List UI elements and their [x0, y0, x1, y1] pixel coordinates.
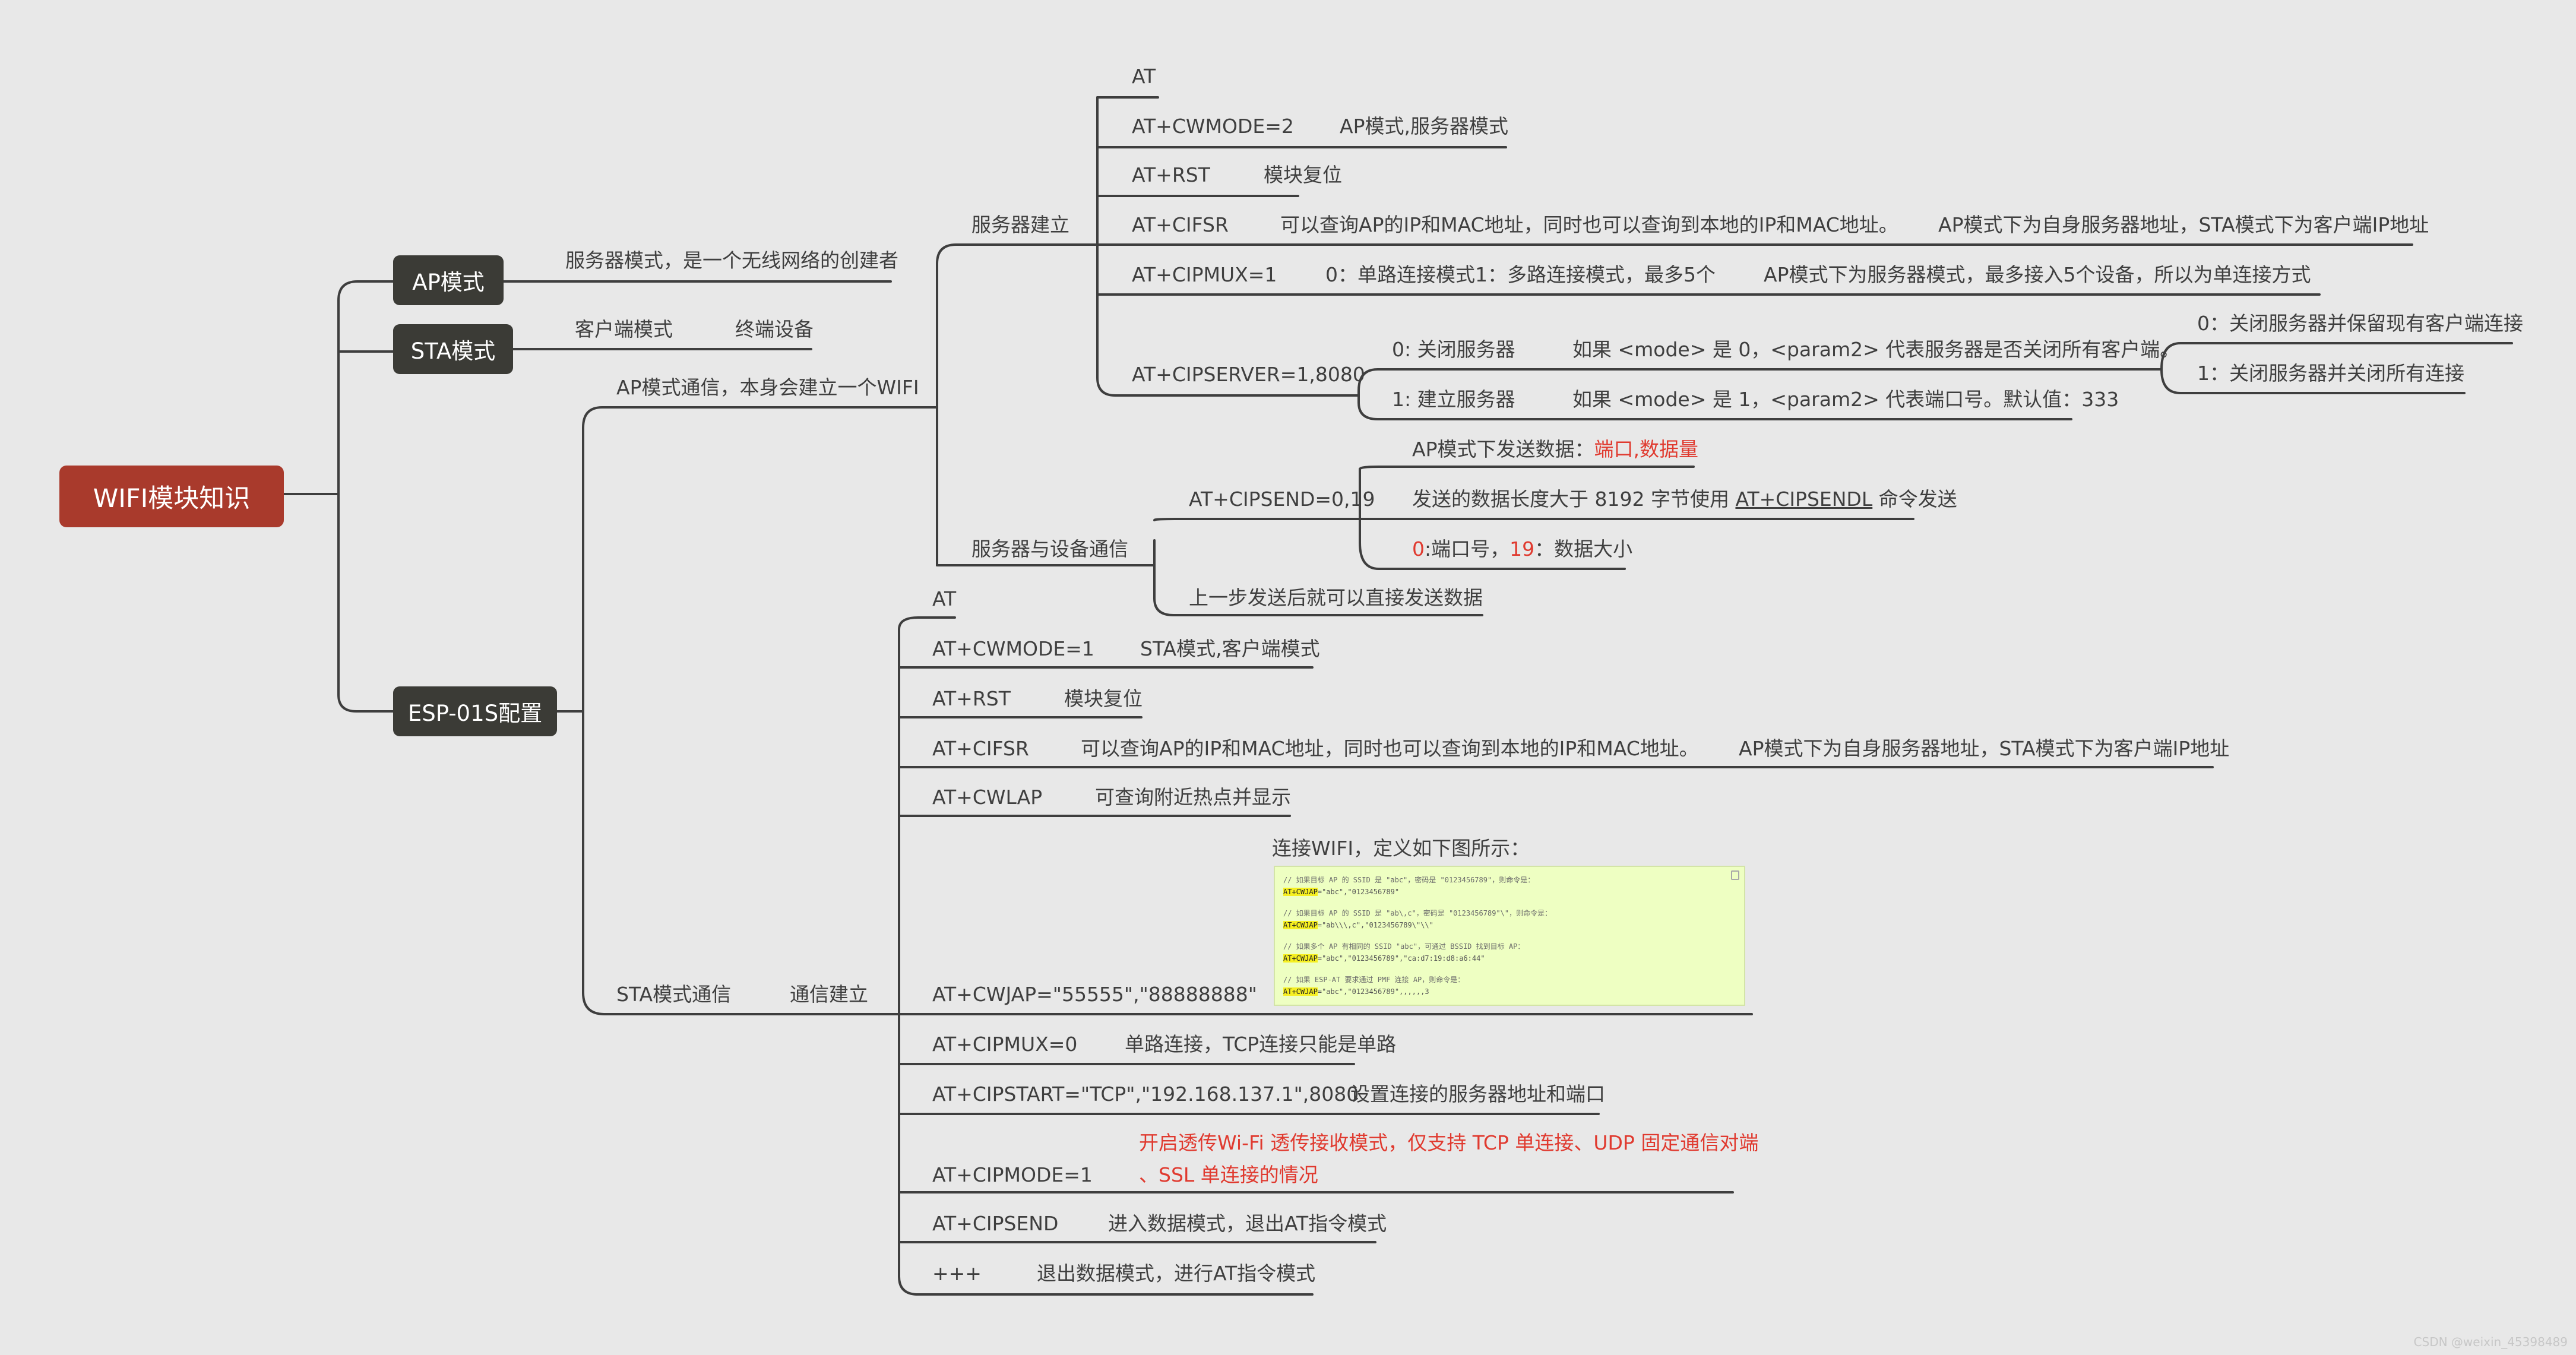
cipsend-line3-d: ：数据大小	[1534, 537, 1633, 561]
cwjap-code-snippet: // 如果目标 AP 的 SSID 是 "abc"，密码是 "012345678…	[1274, 866, 1745, 1006]
cipsend-line3: 0:端口号，19：数据大小	[1412, 539, 1632, 559]
sta-cipmode-desc2: 、SSL 单连接的情况	[1139, 1163, 1318, 1186]
code-value-2: ="ab\\\,c","0123456789\"\\"	[1317, 921, 1433, 929]
cipsend-line3-a: 0	[1412, 537, 1425, 561]
ap-rst-cmd: AT+RST	[1132, 163, 1210, 186]
cipserver-opt0-sub0: 0：关闭服务器并保留现有客户端连接	[2197, 312, 2523, 335]
code-comment-3: // 如果多个 AP 有相同的 SSID "abc"，可通过 BSSID 找到目…	[1283, 942, 1525, 951]
root-node[interactable]: WIFI模块知识	[59, 466, 284, 527]
sta-cwlap-desc: 可查询附近热点并显示	[1095, 786, 1291, 809]
code-value-4: ="abc","0123456789",,,,,,3	[1317, 987, 1429, 996]
sta-cwjap-cmd: AT+CWJAP="55555","88888888"	[932, 983, 1257, 1006]
sta-mode-desc1: 客户端模式	[575, 318, 673, 341]
sta-rst-desc: 模块复位	[1064, 687, 1143, 710]
sta-cipmode-desc1: 开启透传Wi-Fi 透传接收模式，仅支持 TCP 单连接、UDP 固定通信对端	[1139, 1131, 1759, 1154]
root-label: WIFI模块知识	[93, 484, 251, 514]
ap-cipmux-desc: 0：单路连接模式1：多路连接模式，最多5个	[1325, 263, 1716, 286]
ap-rst-desc: 模块复位	[1264, 163, 1342, 186]
sta-cipsend-cmd: AT+CIPSEND	[932, 1212, 1059, 1235]
code-line-2: AT+CWJAP="ab\\\,c","0123456789\"\\"	[1283, 919, 1736, 931]
sta-mode-label: STA模式	[410, 338, 496, 364]
esp-config-node[interactable]: ESP-01S配置	[393, 686, 557, 736]
ap-cifsr-desc: 可以查询AP的IP和MAC地址，同时也可以查询到本地的IP和MAC地址。	[1280, 213, 1898, 236]
sta-comm-label: STA模式通信	[616, 983, 732, 1006]
code-line-3: AT+CWJAP="abc","0123456789","ca:d7:19:d8…	[1283, 952, 1736, 964]
sta-cwmode-desc: STA模式,客户端模式	[1140, 637, 1320, 660]
ap-cifsr-note: AP模式下为自身服务器地址，STA模式下为客户端IP地址	[1938, 213, 2429, 236]
ap-mode-label: AP模式	[412, 270, 485, 295]
sta-cwlap-cmd: AT+CWLAP	[932, 786, 1043, 809]
sta-cipmode-cmd: AT+CIPMODE=1	[932, 1163, 1093, 1186]
ap-at-cmd: AT	[1132, 65, 1156, 88]
ap-cwmode-cmd: AT+CWMODE=2	[1132, 115, 1294, 138]
ap-mode-node[interactable]: AP模式	[393, 255, 504, 305]
sta-plus-cmd: +++	[932, 1262, 982, 1285]
cipsend-line2: 发送的数据长度大于 8192 字节使用 AT+CIPSENDL 命令发送	[1412, 489, 1957, 509]
cipserver-opt0-sub1: 1：关闭服务器并关闭所有连接	[2197, 362, 2464, 385]
sta-mode-desc2: 终端设备	[735, 318, 814, 341]
code-comment-2: // 如果目标 AP 的 SSID 是 "ab\,c"，密码是 "0123456…	[1283, 909, 1552, 917]
cipsend-line3-b: :端口号，	[1425, 537, 1510, 561]
esp-config-label: ESP-01S配置	[407, 701, 543, 726]
ap-mode-desc: 服务器模式，是一个无线网络的创建者	[565, 249, 898, 272]
sta-cwmode-cmd: AT+CWMODE=1	[932, 637, 1094, 660]
sta-conn-label: 通信建立	[790, 983, 868, 1006]
code-comment-1: // 如果目标 AP 的 SSID 是 "abc"，密码是 "012345678…	[1283, 876, 1535, 884]
cipsend-line1-b: 端口,数据量	[1594, 438, 1698, 461]
code-value-1: ="abc","0123456789"	[1317, 888, 1400, 896]
code-keyword-2: AT+CWJAP	[1283, 921, 1318, 929]
sta-at-cmd: AT	[932, 587, 957, 610]
sta-cipmux-cmd: AT+CIPMUX=0	[932, 1033, 1078, 1056]
sta-cipstart-desc: 设置连接的服务器地址和端口	[1350, 1082, 1605, 1106]
sta-cifsr-desc: 可以查询AP的IP和MAC地址，同时也可以查询到本地的IP和MAC地址。	[1081, 737, 1699, 760]
code-line-1: AT+CWJAP="abc","0123456789"	[1283, 886, 1736, 898]
server-comm-label: 服务器与设备通信	[971, 537, 1128, 561]
sta-cipmux-desc: 单路连接，TCP连接只能是单路	[1125, 1033, 1397, 1056]
cipsend-then: 上一步发送后就可以直接发送数据	[1189, 586, 1483, 609]
cipserver-opt0-desc: 如果 <mode> 是 0，<param2> 代表服务器是否关闭所有客户端。	[1572, 338, 2180, 361]
cipserver-opt0-label: 0: 关闭服务器	[1392, 338, 1515, 361]
ap-comm-label: AP模式通信，本身会建立一个WIFI	[616, 376, 919, 399]
server-setup-label: 服务器建立	[971, 213, 1069, 236]
watermark: CSDN @weixin_45398489	[2413, 1335, 2568, 1349]
code-comment-4: // 如果 ESP-AT 要求通过 PMF 连接 AP，则命令是：	[1283, 976, 1465, 984]
cipsend-line1: AP模式下发送数据：端口,数据量	[1412, 439, 1698, 459]
sta-rst-cmd: AT+RST	[932, 687, 1011, 710]
sta-cipsend-desc: 进入数据模式，退出AT指令模式	[1108, 1212, 1387, 1235]
sta-mode-node[interactable]: STA模式	[393, 324, 513, 374]
sta-cwjap-title: 连接WIFI，定义如下图所示：	[1272, 837, 1530, 860]
cipserver-opt1-desc: 如果 <mode> 是 1，<param2> 代表端口号。默认值：333	[1572, 388, 2119, 411]
sta-plus-desc: 退出数据模式，进行AT指令模式	[1037, 1262, 1316, 1285]
code-line-4: AT+CWJAP="abc","0123456789",,,,,,3	[1283, 986, 1736, 998]
copy-icon[interactable]	[1731, 870, 1739, 880]
cipsend-line3-c: 19	[1509, 537, 1535, 561]
ap-cipserver-cmd: AT+CIPSERVER=1,8080	[1132, 363, 1365, 386]
ap-cipmux-cmd: AT+CIPMUX=1	[1132, 263, 1277, 286]
code-keyword-3: AT+CWJAP	[1283, 954, 1318, 963]
cipsend-ap-cmd: AT+CIPSEND=0,19	[1189, 487, 1375, 511]
sta-cipstart-cmd: AT+CIPSTART="TCP","192.168.137.1",8080	[932, 1082, 1359, 1106]
cipsend-line2-a: 发送的数据长度大于 8192 字节使用	[1412, 487, 1736, 511]
cipserver-opt1-label: 1: 建立服务器	[1392, 388, 1515, 411]
code-keyword-4: AT+CWJAP	[1283, 987, 1318, 996]
sta-cifsr-cmd: AT+CIFSR	[932, 737, 1029, 760]
ap-cipmux-note: AP模式下为服务器模式，最多接入5个设备，所以为单连接方式	[1764, 263, 2311, 286]
cipsendl-link[interactable]: AT+CIPSENDL	[1735, 487, 1873, 511]
cipsend-line1-a: AP模式下发送数据：	[1412, 438, 1594, 461]
sta-cifsr-note: AP模式下为自身服务器地址，STA模式下为客户端IP地址	[1739, 737, 2230, 760]
code-keyword-1: AT+CWJAP	[1283, 888, 1318, 896]
ap-cifsr-cmd: AT+CIFSR	[1132, 213, 1229, 236]
cipsend-line2-c: 命令发送	[1872, 487, 1957, 511]
code-value-3: ="abc","0123456789","ca:d7:19:d8:a6:44"	[1317, 954, 1485, 963]
ap-cwmode-desc: AP模式,服务器模式	[1340, 115, 1508, 138]
